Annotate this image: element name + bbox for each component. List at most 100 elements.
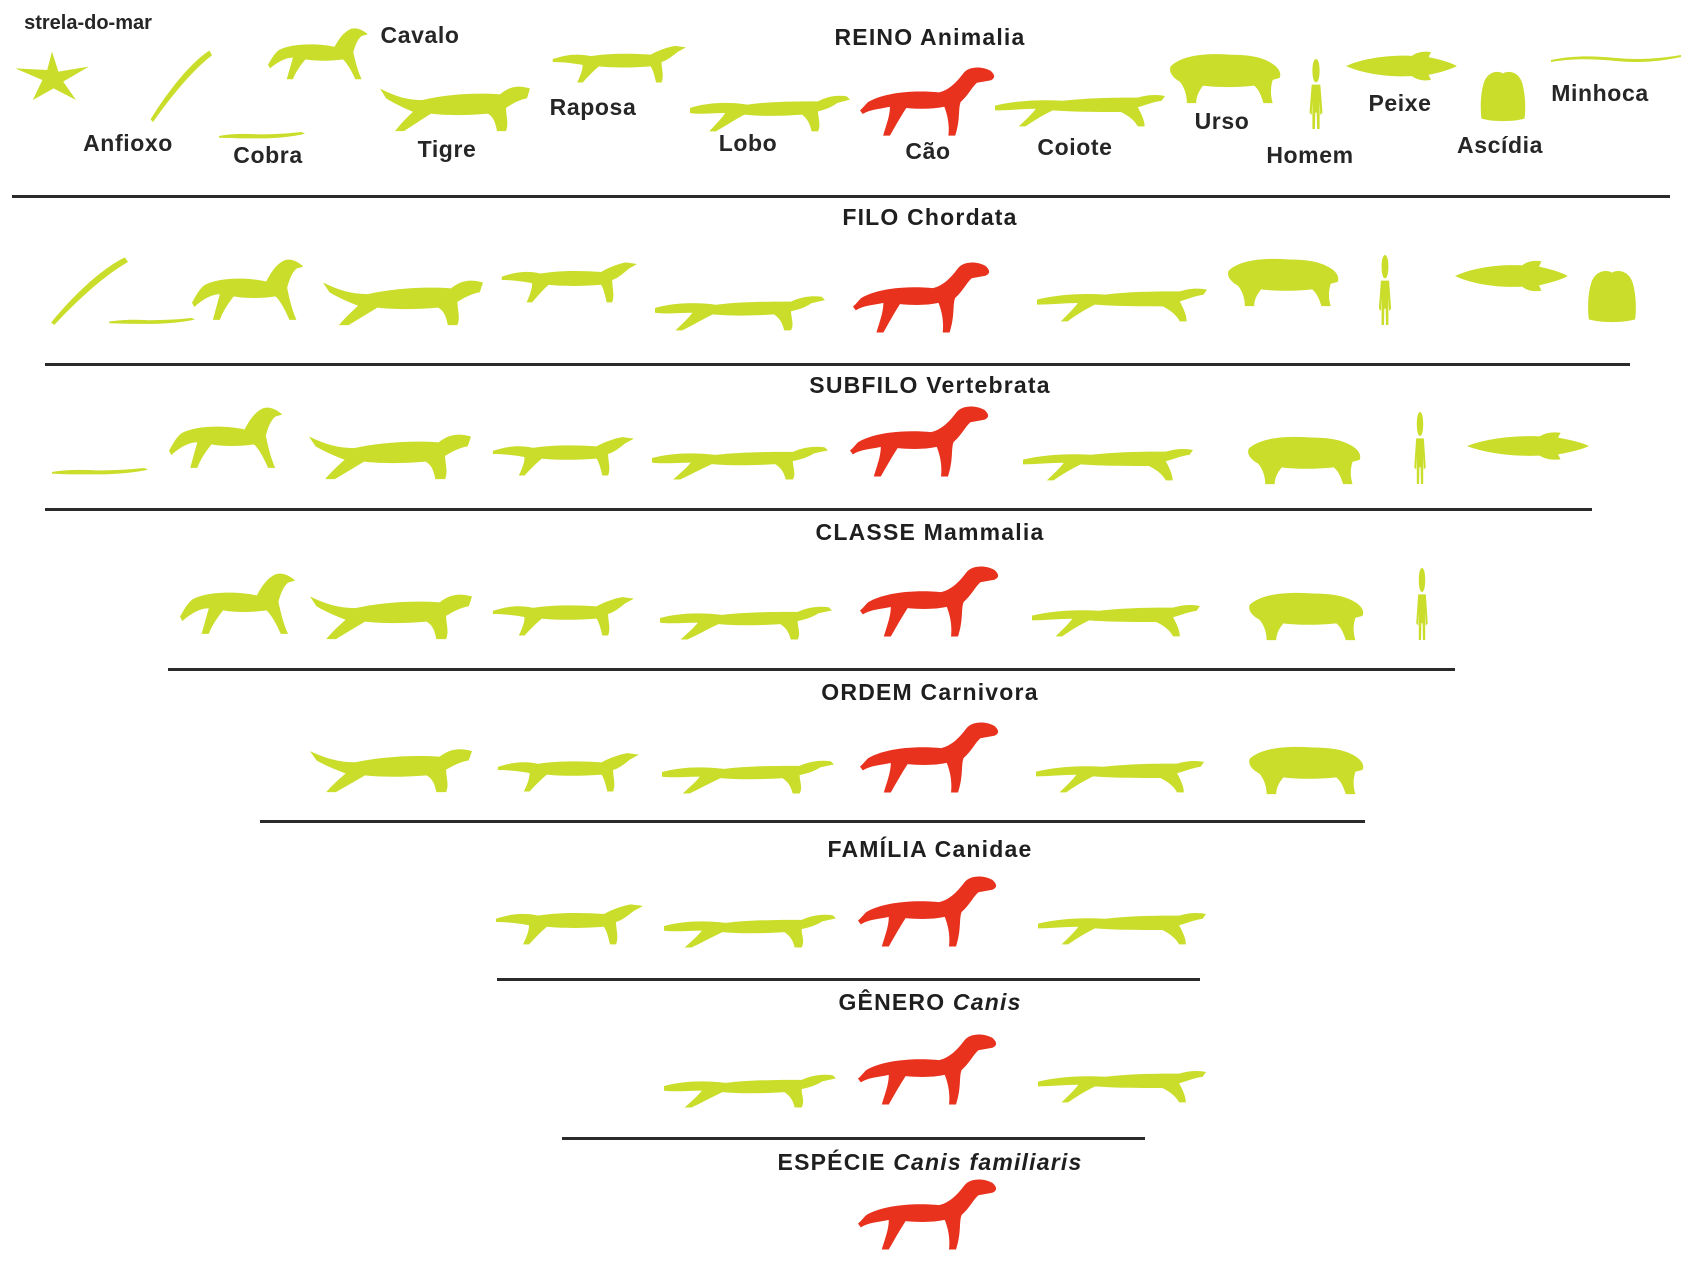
cao-silhouette-icon: [858, 1033, 998, 1107]
urso-silhouette-icon: [1244, 430, 1362, 486]
lobo-silhouette-icon: [652, 435, 828, 481]
coiote-silhouette-icon: [1023, 434, 1193, 482]
raposa-silhouette-icon: [490, 431, 634, 477]
urso-silhouette-icon: [1224, 252, 1340, 308]
coiote-silhouette-icon: [1032, 590, 1200, 638]
taxon-name: Canis familiaris: [893, 1149, 1082, 1175]
raposa-silhouette-icon: [495, 747, 639, 793]
taxon-name: Carnivora: [921, 679, 1039, 705]
tigre-silhouette-icon: [323, 269, 483, 327]
urso-silhouette-icon: [1245, 586, 1365, 642]
coiote-silhouette-icon: [1036, 746, 1204, 794]
rank-level: ORDEM: [821, 679, 920, 705]
raposa-silhouette-icon: [490, 591, 634, 637]
rank-heading: SUBFILO Vertebrata: [809, 372, 1050, 399]
cobra-silhouette-icon: [219, 120, 305, 144]
taxon-name: Chordata: [907, 204, 1018, 230]
lobo-silhouette-icon: [690, 83, 850, 133]
cao-silhouette-icon: [858, 875, 998, 949]
rank-divider: [562, 1137, 1145, 1140]
animal-label-estrela: strela-do-mar: [24, 12, 152, 35]
raposa-silhouette-icon: [499, 256, 637, 304]
rank-heading: CLASSE Mammalia: [816, 519, 1045, 546]
homem-silhouette-icon: [1368, 255, 1402, 325]
rank-divider: [45, 508, 1592, 511]
animal-label-cobra: Cobra: [233, 142, 302, 169]
rank-divider: [497, 978, 1200, 981]
tigre-silhouette-icon: [310, 738, 472, 794]
cavalo-silhouette-icon: [192, 258, 308, 322]
rank-heading: FAMÍLIA Canidae: [827, 836, 1032, 863]
urso-silhouette-icon: [1245, 740, 1365, 796]
cao-silhouette-icon: [860, 66, 996, 138]
urso-silhouette-icon: [1166, 47, 1282, 105]
rank-heading: ESPÉCIE Canis familiaris: [778, 1149, 1083, 1176]
raposa-silhouette-icon: [550, 40, 686, 84]
animal-label-cavalo: Cavalo: [380, 22, 459, 49]
taxon-name: Mammalia: [924, 519, 1045, 545]
cao-silhouette-icon: [853, 261, 991, 335]
animal-label-urso: Urso: [1195, 108, 1250, 135]
peixe-silhouette-icon: [1455, 256, 1575, 296]
taxon-name: Canis: [953, 989, 1022, 1015]
rank-divider: [260, 820, 1365, 823]
coiote-silhouette-icon: [1038, 898, 1206, 946]
animal-label-peixe: Peixe: [1368, 90, 1431, 117]
coiote-silhouette-icon: [1037, 273, 1207, 323]
cao-silhouette-icon: [850, 405, 990, 479]
taxon-name: Canidae: [935, 836, 1033, 862]
peixe-silhouette-icon: [1467, 428, 1597, 464]
rank-level: REINO: [834, 24, 920, 50]
coiote-silhouette-icon: [1038, 1056, 1206, 1104]
taxon-name: Animalia: [920, 24, 1025, 50]
animal-label-tigre: Tigre: [418, 136, 477, 163]
rank-level: ESPÉCIE: [778, 1149, 894, 1175]
rank-level: GÊNERO: [838, 989, 952, 1015]
rank-level: SUBFILO: [809, 372, 926, 398]
rank-divider: [12, 195, 1670, 198]
estrela-silhouette-icon: [12, 50, 92, 100]
rank-heading: REINO Animalia: [834, 24, 1025, 51]
cao-silhouette-icon: [860, 565, 1000, 639]
tigre-silhouette-icon: [309, 423, 471, 481]
rank-level: FILO: [842, 204, 907, 230]
raposa-silhouette-icon: [493, 898, 643, 946]
lobo-silhouette-icon: [664, 1063, 836, 1109]
taxon-name: Vertebrata: [926, 372, 1051, 398]
rank-level: CLASSE: [816, 519, 924, 545]
cavalo-silhouette-icon: [268, 27, 372, 81]
cao-silhouette-icon: [860, 721, 1000, 795]
homem-silhouette-icon: [1298, 59, 1334, 129]
animal-label-cao: Cão: [905, 138, 950, 165]
cao-silhouette-icon: [858, 1178, 998, 1252]
animal-label-ascidia: Ascídia: [1457, 132, 1543, 159]
animal-label-minhoca: Minhoca: [1551, 80, 1648, 107]
minhoca-silhouette-icon: [1551, 45, 1681, 75]
peixe-silhouette-icon: [1346, 47, 1464, 85]
animal-label-anfioxo: Anfioxo: [83, 130, 173, 157]
rank-heading: GÊNERO Canis: [838, 989, 1021, 1016]
ascidia-silhouette-icon: [1583, 269, 1641, 323]
animal-label-lobo: Lobo: [719, 130, 778, 157]
rank-heading: ORDEM Carnivora: [821, 679, 1038, 706]
cavalo-silhouette-icon: [169, 406, 287, 470]
rank-divider: [45, 363, 1630, 366]
rank-level: FAMÍLIA: [827, 836, 934, 862]
rank-heading: FILO Chordata: [842, 204, 1017, 231]
tigre-silhouette-icon: [380, 75, 530, 133]
tigre-silhouette-icon: [310, 583, 472, 641]
homem-silhouette-icon: [1406, 568, 1438, 640]
lobo-silhouette-icon: [664, 903, 836, 949]
animal-label-homem: Homem: [1266, 142, 1353, 169]
anfioxo-silhouette-icon: [148, 48, 212, 122]
lobo-silhouette-icon: [660, 595, 832, 641]
homem-silhouette-icon: [1404, 412, 1436, 484]
cavalo-silhouette-icon: [180, 572, 300, 636]
cobra-silhouette-icon: [109, 307, 195, 329]
coiote-silhouette-icon: [995, 80, 1165, 128]
rank-divider: [168, 668, 1455, 671]
animal-label-raposa: Raposa: [550, 94, 637, 121]
cobra-silhouette-icon: [52, 456, 148, 480]
lobo-silhouette-icon: [655, 284, 825, 332]
